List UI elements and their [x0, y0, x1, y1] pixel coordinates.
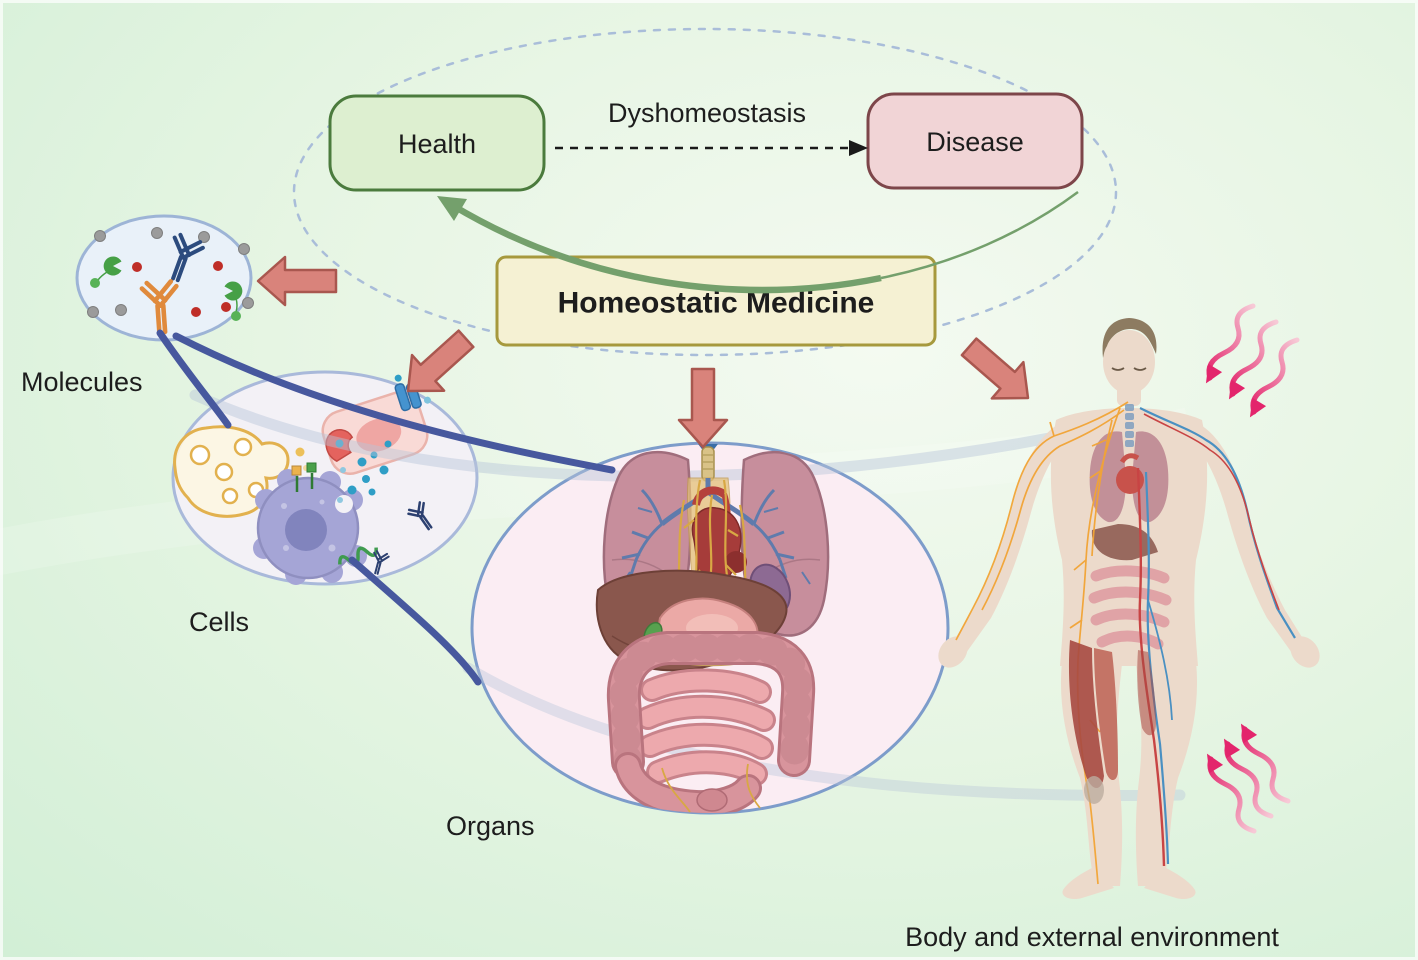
recovery-arrow-icon	[437, 190, 1079, 294]
human-body-illustration	[938, 318, 1320, 900]
thigh-muscles-icon	[1068, 640, 1156, 804]
organs-cluster	[595, 444, 830, 813]
scale-connector-lines	[156, 329, 616, 686]
dyshomeostasis-arrow-icon: Dyshomeostasis	[555, 98, 868, 156]
spine-icon	[1125, 404, 1134, 447]
ion-channel-icon	[394, 374, 431, 412]
enzyme-icon	[90, 256, 243, 321]
body-intestines-icon	[1088, 565, 1172, 650]
health-box: Health	[328, 94, 546, 192]
organs-label: Organs	[446, 811, 535, 841]
body-lungs-icon	[1089, 431, 1169, 523]
homeostasis-cycle-ellipse	[292, 27, 1118, 357]
red-molecule-dots	[132, 261, 231, 317]
homeostatic-medicine-box: Homeostatic Medicine	[495, 255, 937, 347]
disease-label: Disease	[926, 127, 1024, 157]
cells-label: Cells	[189, 607, 249, 637]
molecules-illustration	[75, 214, 254, 342]
disease-box: Disease	[866, 92, 1084, 190]
cell-surface-receptor-icon	[291, 462, 317, 492]
small-intestine-icon	[636, 668, 776, 786]
dyshomeostasis-label: Dyshomeostasis	[608, 98, 806, 128]
colon-icon	[606, 631, 816, 813]
rectum-icon	[696, 788, 728, 812]
molecules-label: Molecules	[21, 367, 143, 397]
gray-molecule-dots	[87, 227, 254, 318]
body-label: Body and external environment	[905, 922, 1279, 952]
homeostatic-medicine-label: Homeostatic Medicine	[558, 287, 875, 320]
coil-receptor-icon	[338, 546, 378, 566]
membrane-receptor-icon	[325, 429, 354, 463]
closed-eyes-icon	[1111, 367, 1147, 371]
epithelial-cell-icon	[321, 374, 431, 475]
pelvic-nerves-icon	[661, 763, 761, 813]
hair-icon	[1102, 318, 1157, 358]
health-label: Health	[398, 129, 476, 159]
knee-icon	[1084, 776, 1104, 804]
signaling-molecule-dots	[337, 440, 392, 503]
